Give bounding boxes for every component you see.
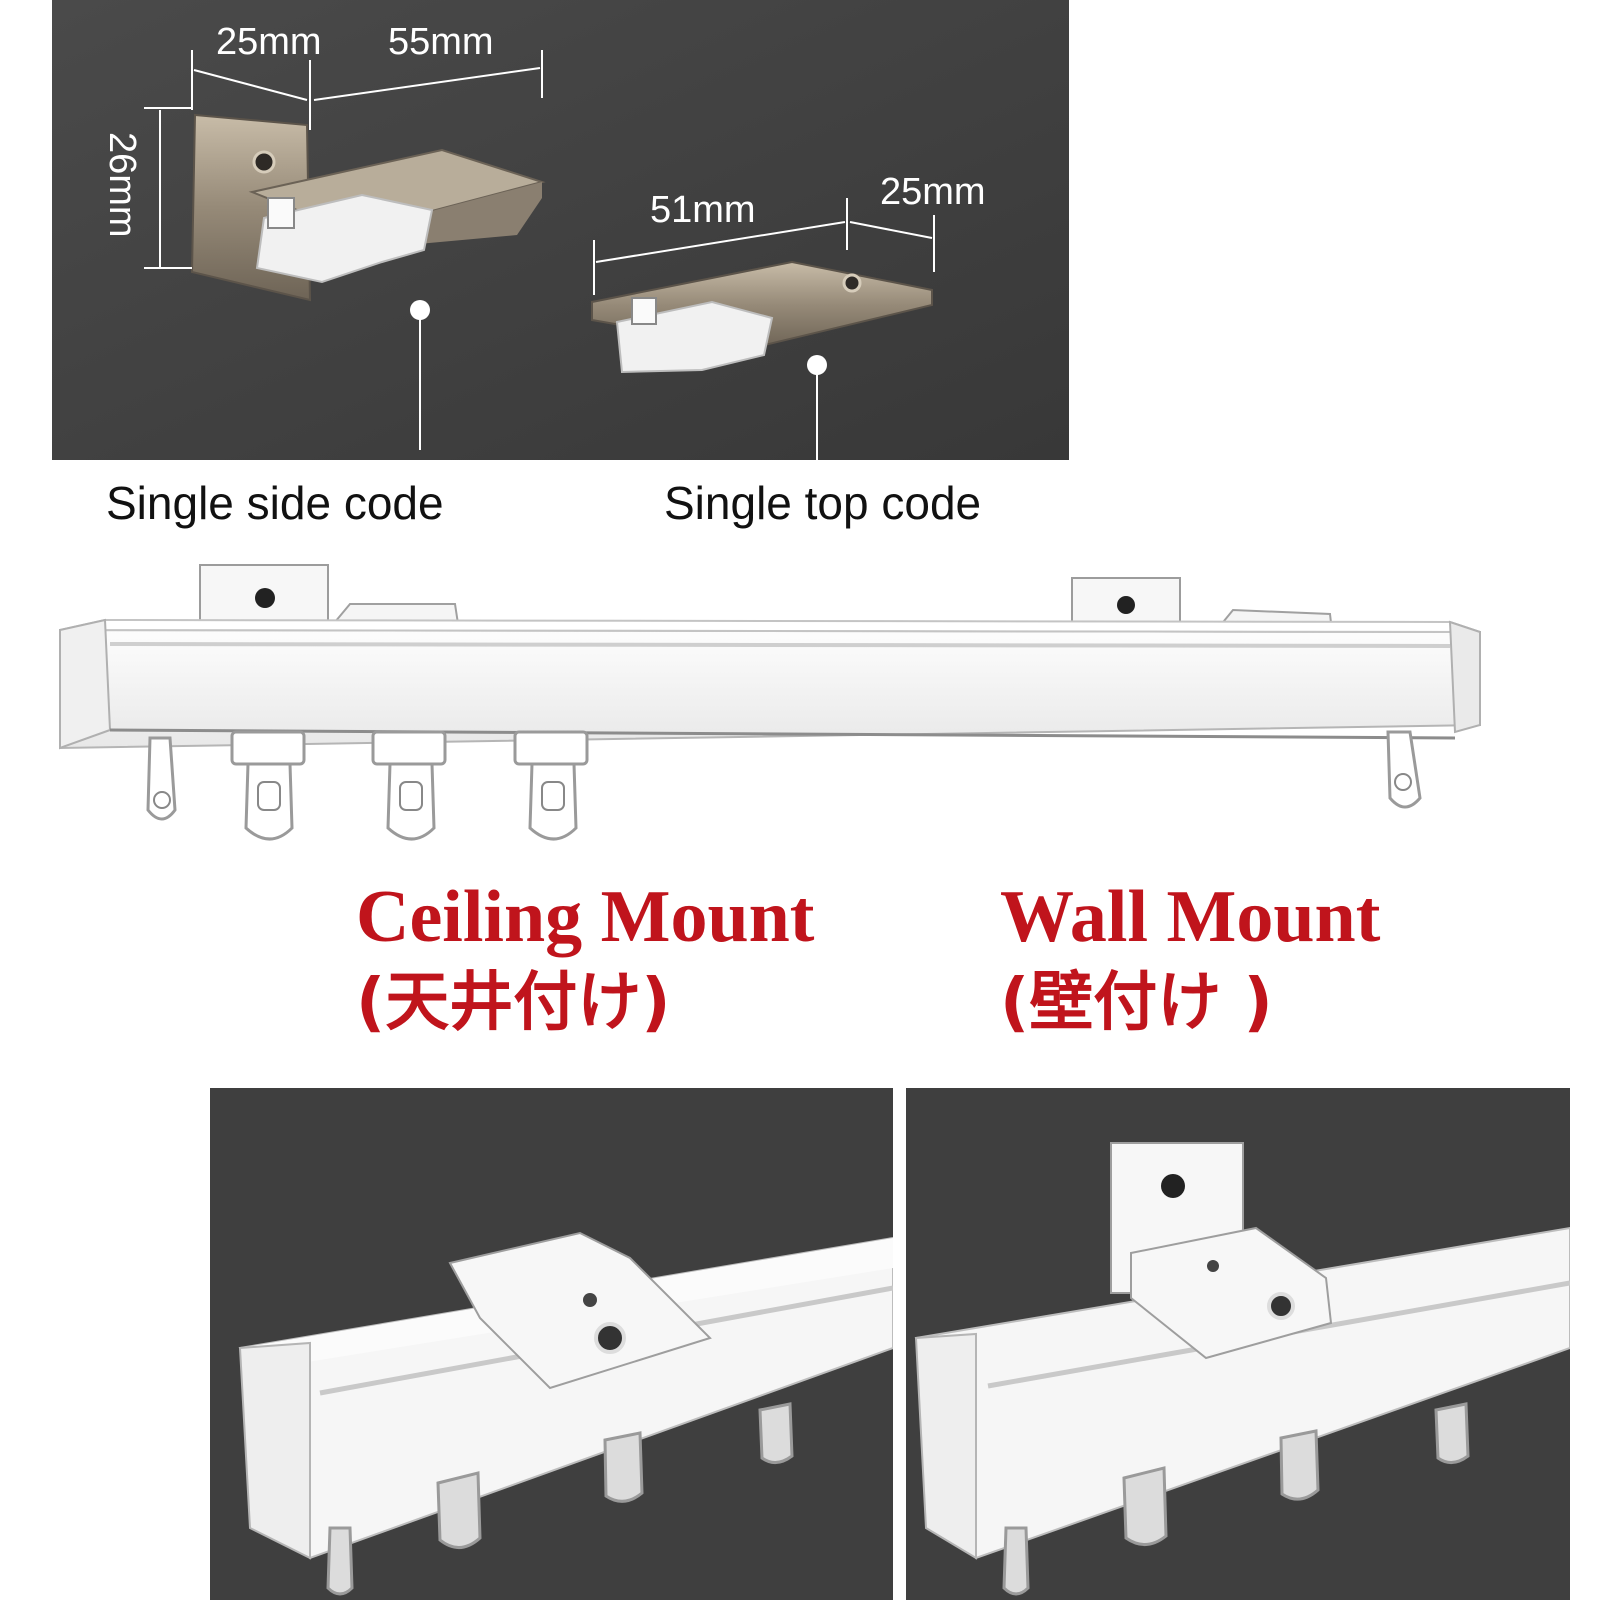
wall-mount-en: Wall Mount <box>1000 876 1381 958</box>
ceiling-mount-photo <box>210 1088 893 1600</box>
wall-mount-jp: (壁付け ) <box>1000 966 1273 1040</box>
wall-mount-label: Wall Mount (壁付け ) <box>1000 874 1380 1046</box>
ceiling-mount-label: Ceiling Mount (天井付け) <box>356 874 814 1046</box>
side-dim-height: 26mm <box>101 132 143 238</box>
side-dim-length: 55mm <box>388 21 494 63</box>
side-dimension-lines <box>144 50 543 269</box>
top-callout-pointer <box>807 355 827 460</box>
bracket-dimensions-panel: 25mm 55mm 26mm 51mm 25mm <box>52 0 1069 460</box>
curtain-rail-illustration <box>50 560 1530 880</box>
ceiling-mount-en: Ceiling Mount <box>356 876 815 958</box>
glider-hooks <box>146 730 1422 841</box>
top-dim-length: 51mm <box>650 189 756 231</box>
side-dim-width: 25mm <box>216 21 322 63</box>
top-dimension-lines <box>593 198 935 295</box>
top-dim-width: 25mm <box>880 171 986 213</box>
single-top-caption: Single top code <box>664 477 982 529</box>
wall-bracket <box>199 564 329 628</box>
wall-mount-photo <box>906 1088 1570 1600</box>
single-side-bracket <box>190 113 546 302</box>
ceiling-mount-jp: (天井付け) <box>356 966 671 1040</box>
single-top-bracket <box>591 260 933 374</box>
single-side-caption: Single side code <box>106 477 444 529</box>
side-callout-pointer <box>410 300 430 450</box>
